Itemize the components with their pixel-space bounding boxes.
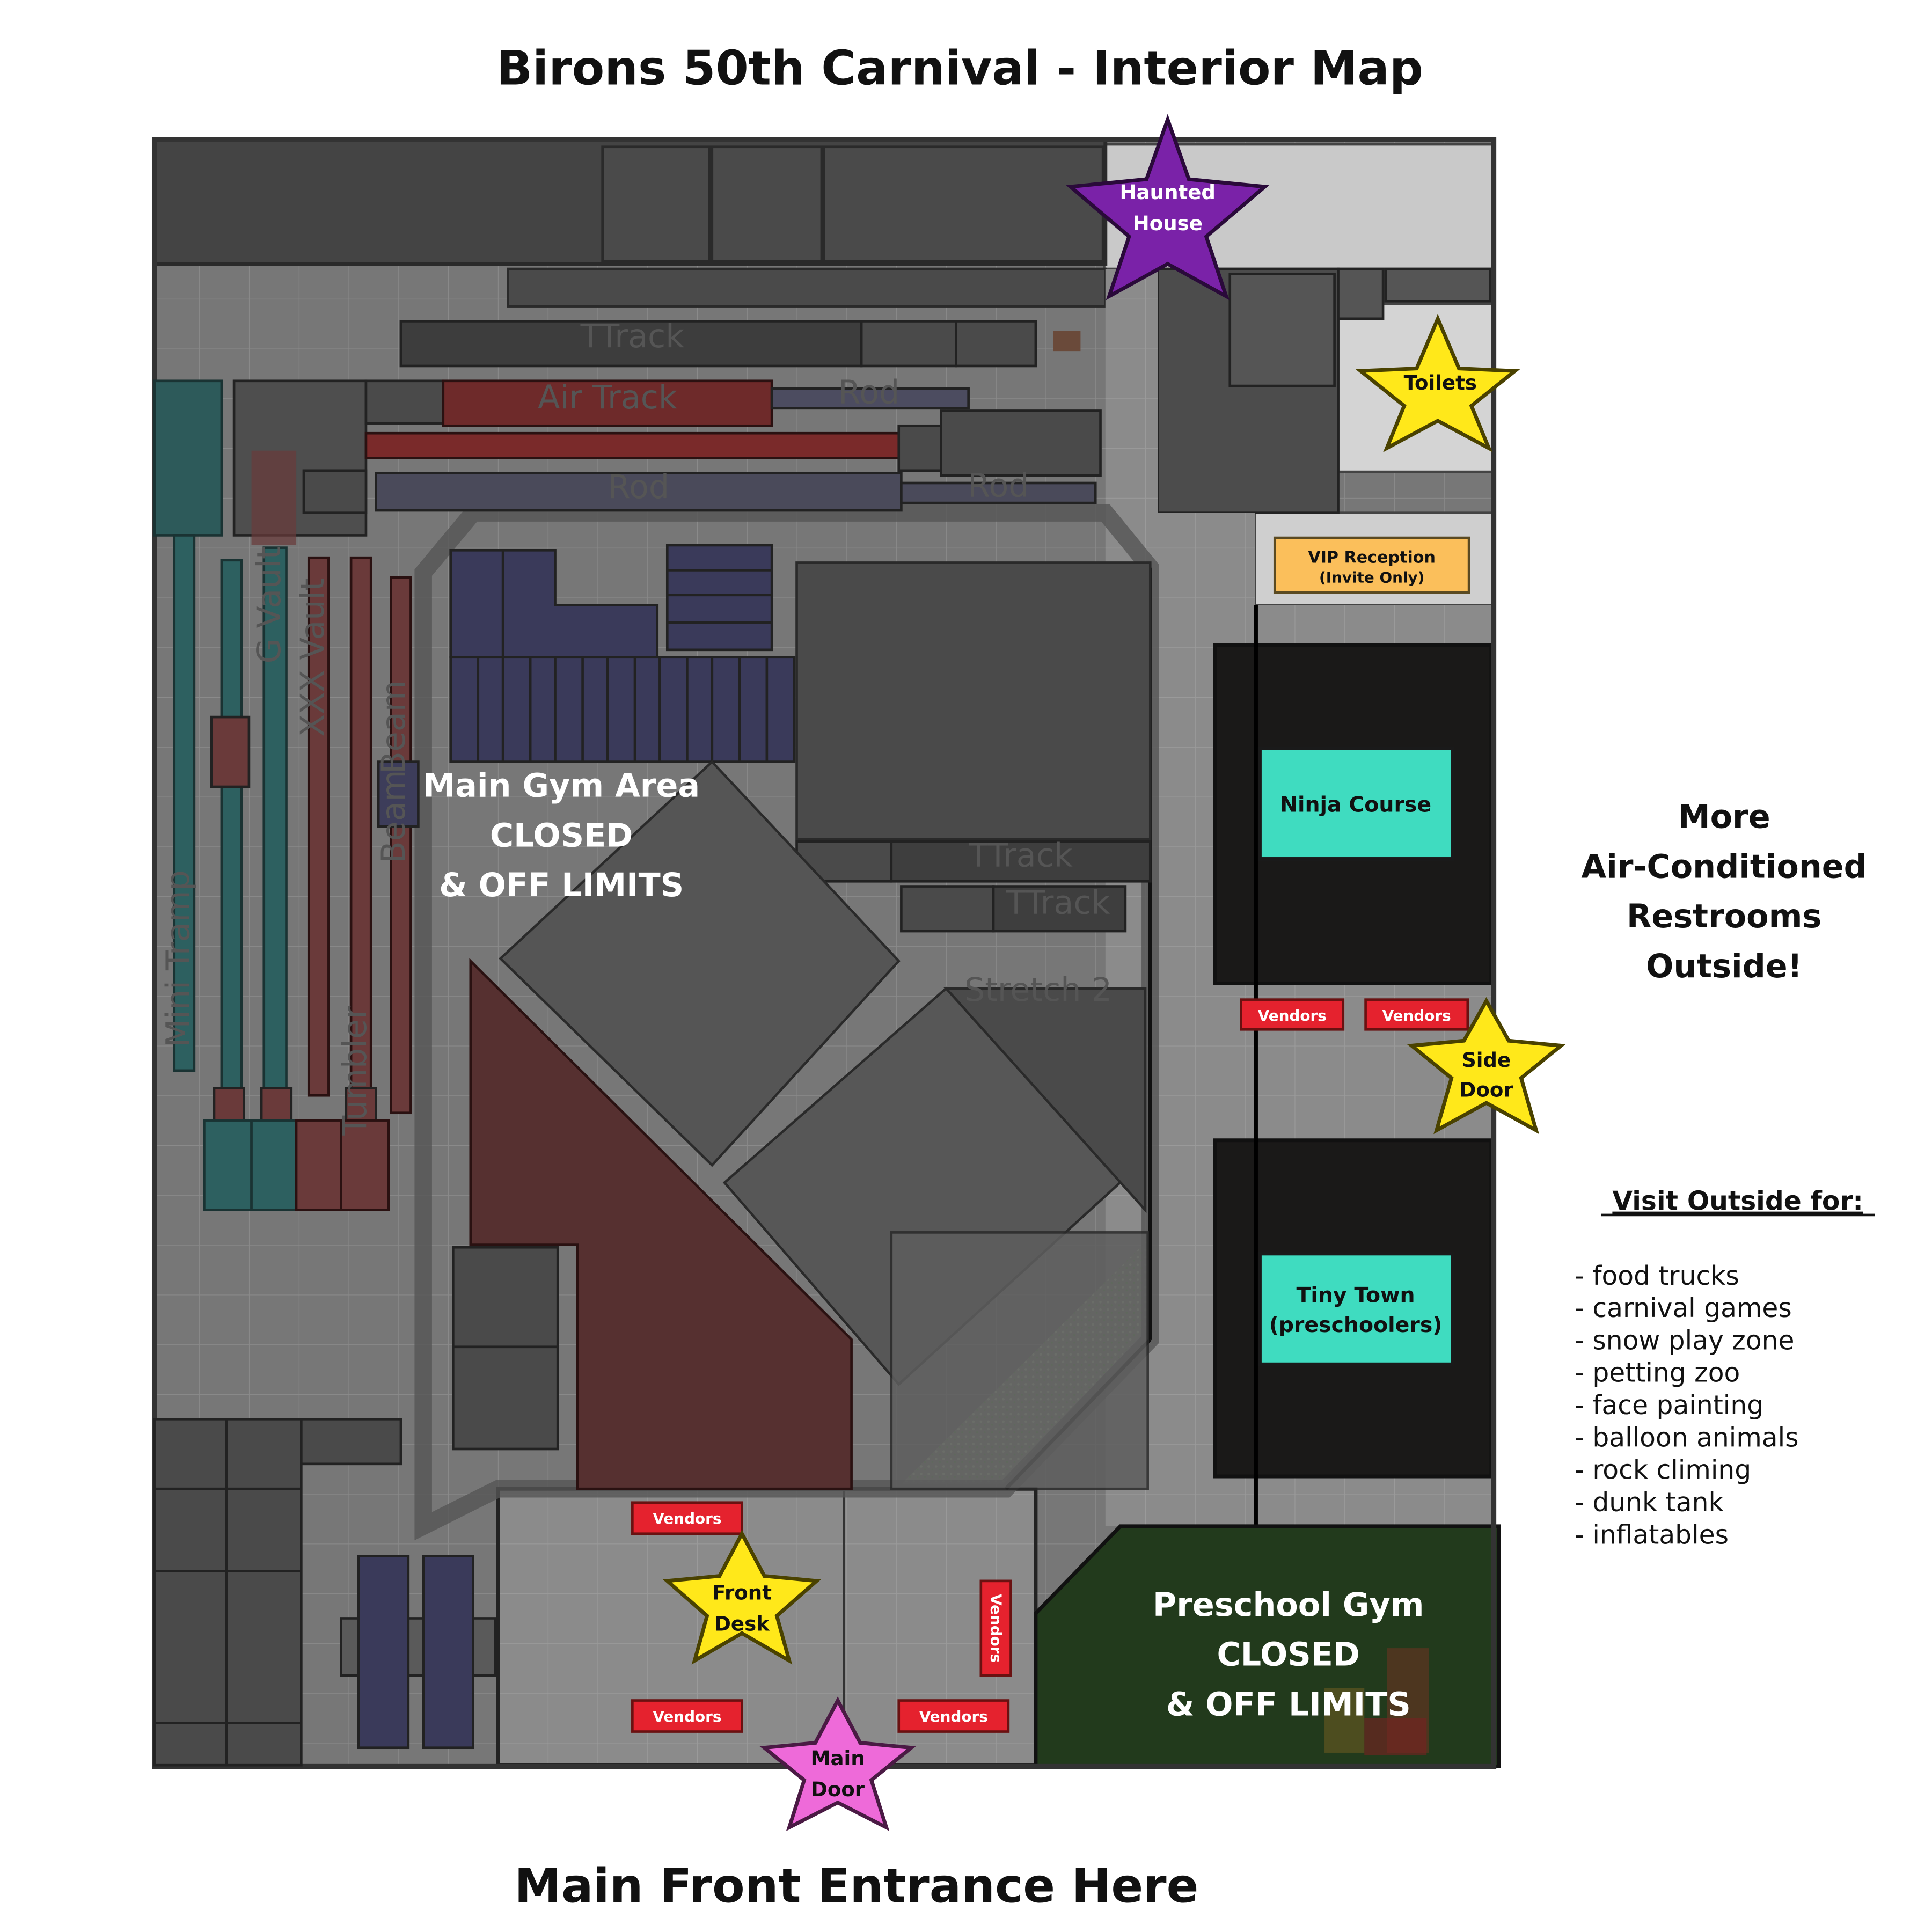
- star-icon: [1355, 313, 1520, 452]
- vendor-label: Vendors: [919, 1708, 988, 1725]
- main-door-star[interactable]: Main Door: [759, 1696, 916, 1832]
- front-desk-star[interactable]: Front Desk: [662, 1529, 822, 1665]
- side-door-label: Side: [1462, 1049, 1511, 1072]
- map-title: Birons 50th Carnival - Interior Map: [496, 41, 1423, 96]
- side-door-star[interactable]: Side Door: [1407, 997, 1566, 1135]
- visit-item: - rock climing: [1575, 1455, 1751, 1485]
- visit-item: - snow play zone: [1575, 1326, 1794, 1356]
- vendor-tags: Vendors Vendors Vendors Vendors Vendors …: [631, 998, 1469, 1733]
- side-door-sublabel: Door: [1460, 1079, 1514, 1102]
- label-vault-2: XXX Vault: [294, 578, 332, 736]
- vendor-label: Vendors: [1382, 1007, 1451, 1024]
- vendor-tag-side-2[interactable]: Vendors: [1364, 998, 1469, 1031]
- front-desk-sublabel: Desk: [714, 1613, 770, 1636]
- label-ttrack-top: TTrack: [580, 318, 685, 355]
- haunted-house-star[interactable]: Haunted House: [1066, 114, 1270, 301]
- main-door-sublabel: Door: [811, 1778, 865, 1801]
- vip-reception-zone[interactable]: VIP Reception (Invite Only): [1273, 536, 1470, 594]
- label-rod-3: Rod: [968, 467, 1029, 505]
- main-gym-title: Main Gym Area: [423, 767, 700, 805]
- outside-note-line-1: More: [1678, 799, 1770, 836]
- label-beam-1: Beam: [375, 680, 413, 774]
- star-icon: [759, 1696, 916, 1832]
- toilets-label: Toilets: [1404, 371, 1477, 394]
- visit-item: - dunk tank: [1575, 1488, 1724, 1518]
- visit-item: - food trucks: [1575, 1261, 1739, 1291]
- main-gym-zone: Main Gym Area CLOSED & OFF LIMITS: [423, 767, 700, 905]
- label-vault-1: G Vault: [251, 546, 288, 663]
- preschool-gym-status: CLOSED: [1217, 1636, 1360, 1674]
- vendor-tag-front-left[interactable]: Vendors: [631, 1699, 743, 1733]
- vendor-label: Vendors: [653, 1510, 721, 1527]
- visit-item: - inflatables: [1575, 1520, 1729, 1550]
- vip-reception-label: VIP Reception: [1308, 548, 1436, 567]
- visit-outside-heading: Visit Outside for:: [1612, 1187, 1863, 1217]
- visit-item: - balloon animals: [1575, 1423, 1798, 1453]
- visit-item: - face painting: [1575, 1391, 1763, 1421]
- vendor-label: Vendors: [987, 1594, 1005, 1663]
- equipment-labels: TTrack Air Track Rod Rod Rod TTrack TTra…: [160, 318, 1112, 1136]
- main-gym-off-limits: & OFF LIMITS: [439, 867, 684, 904]
- vendor-tag-vertical[interactable]: Vendors: [979, 1579, 1012, 1677]
- preschool-gym-zone: Preschool Gym CLOSED & OFF LIMITS: [1153, 1586, 1424, 1724]
- vip-reception-sublabel: (Invite Only): [1319, 569, 1424, 587]
- main-door-label: Main: [811, 1747, 865, 1770]
- map-footer: Main Front Entrance Here: [514, 1858, 1198, 1913]
- star-icon: [1407, 997, 1566, 1135]
- tiny-town-zone[interactable]: Tiny Town (preschoolers): [1257, 1252, 1455, 1366]
- preschool-gym-title: Preschool Gym: [1153, 1586, 1424, 1624]
- haunted-house-label: Haunted: [1120, 181, 1216, 204]
- front-desk-label: Front: [712, 1582, 772, 1605]
- label-air-track: Air Track: [538, 379, 677, 416]
- haunted-house-sublabel: House: [1133, 212, 1203, 235]
- vendor-tag-front-right[interactable]: Vendors: [897, 1699, 1010, 1733]
- vendor-tag-front-top[interactable]: Vendors: [631, 1501, 743, 1535]
- outside-note-line-2: Air-Conditioned: [1581, 848, 1867, 885]
- outside-note-line-3: Restrooms: [1627, 898, 1821, 935]
- ninja-course-label: Ninja Course: [1280, 792, 1431, 817]
- outside-restrooms-note: More Air-Conditioned Restrooms Outside!: [1581, 799, 1867, 985]
- label-beam-2: Beam: [375, 770, 413, 863]
- toilets-star[interactable]: Toilets: [1355, 313, 1520, 452]
- tiny-town-sublabel: (preschoolers): [1269, 1313, 1443, 1337]
- visit-item: - petting zoo: [1575, 1358, 1740, 1388]
- label-mini-tramp: Mini Tramp: [160, 870, 197, 1047]
- gym-equipment: [153, 320, 1152, 1767]
- visit-item: - carnival games: [1575, 1293, 1791, 1323]
- label-tumbler: Tumbler: [336, 1006, 374, 1136]
- preschool-gym-off-limits: & OFF LIMITS: [1166, 1686, 1411, 1723]
- label-ttrack-mid-2: TTrack: [1006, 884, 1110, 922]
- label-ttrack-mid-1: TTrack: [968, 837, 1073, 874]
- main-gym-status: CLOSED: [490, 817, 633, 854]
- vendor-tag-side-1[interactable]: Vendors: [1240, 998, 1345, 1031]
- ninja-course-zone[interactable]: Ninja Course: [1257, 746, 1455, 861]
- star-icon: [662, 1529, 822, 1665]
- outside-note-line-4: Outside!: [1646, 948, 1802, 985]
- visit-outside-list: Visit Outside for: - food trucks - carni…: [1575, 1187, 1875, 1550]
- vendor-label: Vendors: [653, 1708, 721, 1725]
- label-rod-1: Rod: [838, 374, 899, 412]
- vendor-label: Vendors: [1258, 1007, 1327, 1024]
- label-rod-2: Rod: [608, 469, 669, 506]
- tiny-town-label: Tiny Town: [1296, 1283, 1415, 1307]
- label-stretch: Stretch 2: [964, 971, 1112, 1009]
- star-icon: [1066, 114, 1270, 301]
